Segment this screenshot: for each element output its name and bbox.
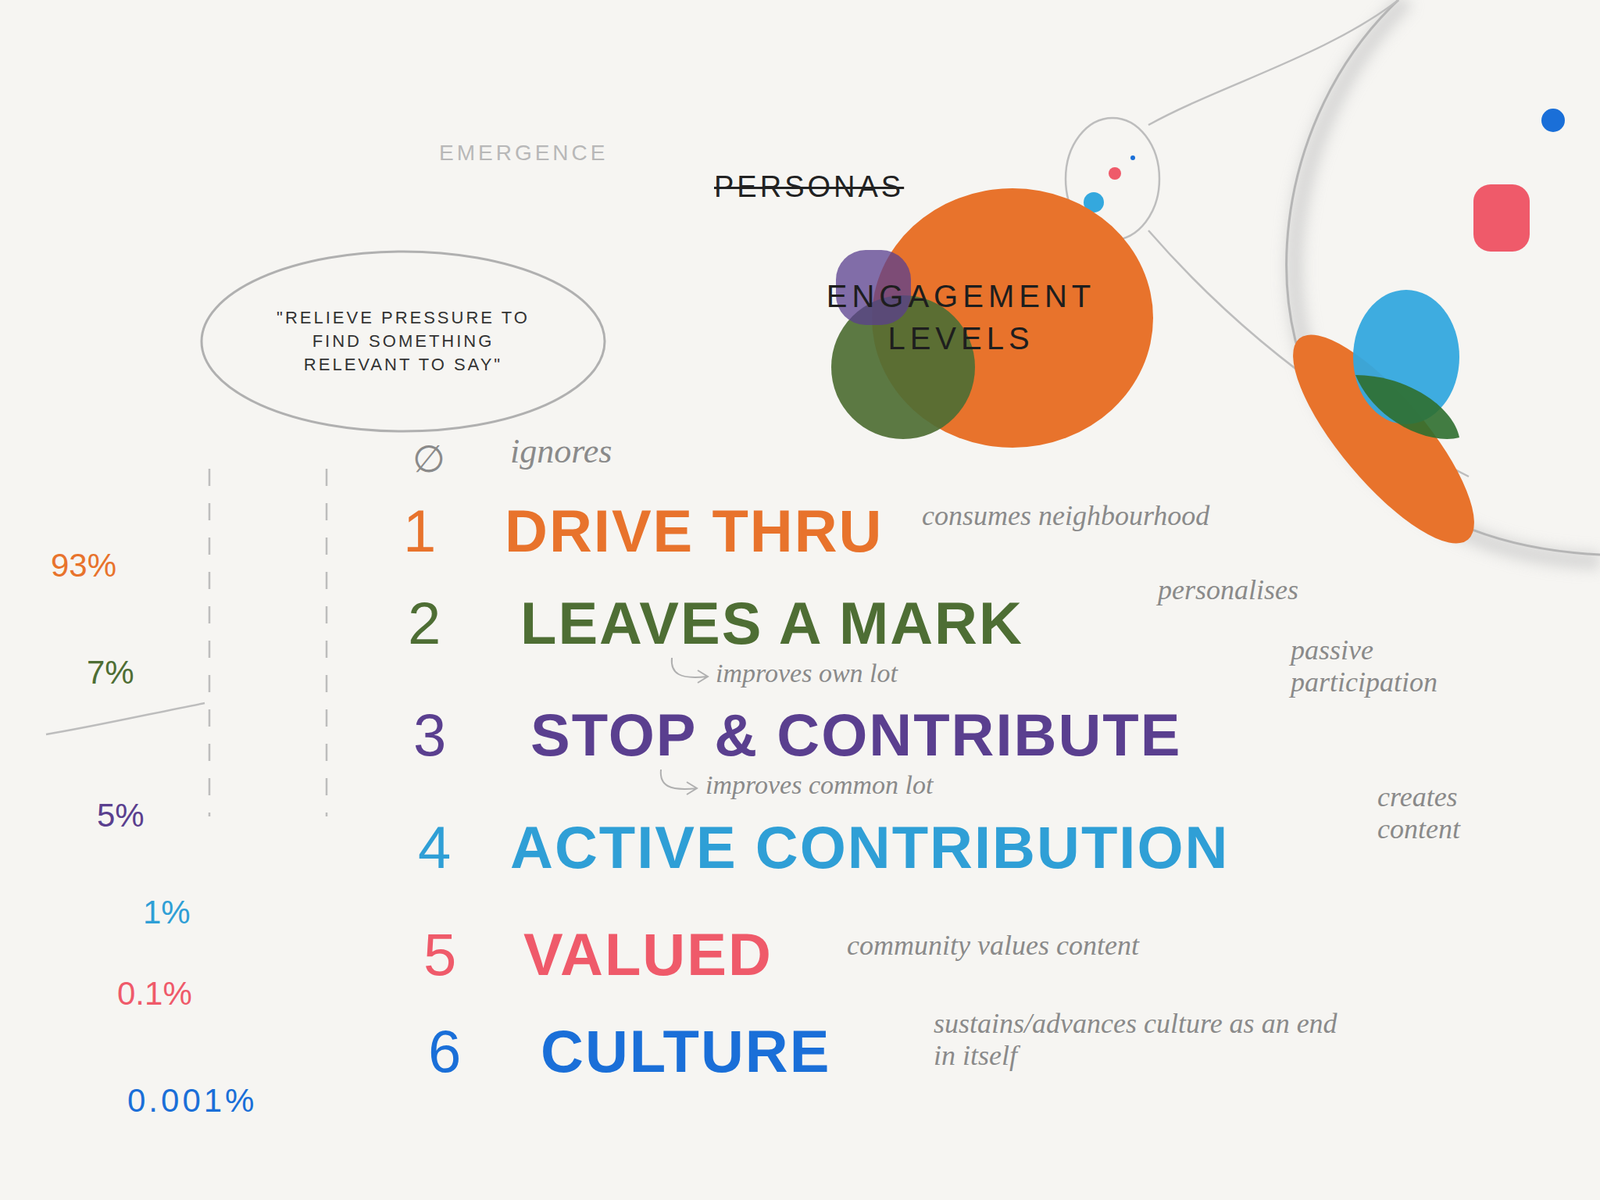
pencil-note: improves common lot (705, 769, 933, 800)
quote-ellipse: "RELIEVE PRESSURE TO FIND SOMETHING RELE… (199, 249, 608, 434)
label-text: 7% (86, 653, 135, 692)
level-text: 2 (407, 589, 443, 658)
pencil-note: ignores (510, 432, 612, 472)
label-text: PERSONAS (714, 170, 904, 205)
level-text: LEAVES A MARK (520, 589, 1024, 658)
dot (1541, 108, 1565, 133)
label-text: 5% (96, 796, 145, 835)
dot (1108, 167, 1122, 180)
level-text: CULTURE (540, 1017, 831, 1086)
hook-arrow (660, 769, 697, 795)
level-text: 4 (417, 813, 453, 882)
pencil-line (1148, 0, 1399, 125)
node-shape (765, 187, 1157, 449)
node-text: ENGAGEMENT LEVELS (765, 275, 1157, 360)
label-text: 0.1% (117, 975, 193, 1013)
label-text: 93% (50, 546, 117, 585)
label-text: EMERGENCE (439, 140, 608, 166)
pencil-note: creates content (1377, 781, 1511, 847)
pencil-note: ∅ (412, 437, 446, 481)
overlap (1355, 375, 1460, 440)
level-text: 3 (413, 700, 448, 769)
level-text: ACTIVE CONTRIBUTION (510, 813, 1229, 882)
pencil-note: improves own lot (715, 657, 898, 689)
pencil-note: community values content (846, 929, 1140, 962)
pencil-note: passive participation (1290, 634, 1486, 700)
level-text: STOP & CONTRIBUTE (530, 700, 1182, 769)
dashed-line (325, 468, 329, 817)
divider-line (46, 703, 205, 735)
hook-arrow (671, 657, 708, 683)
engagement-blob: ENGAGEMENT LEVELS (765, 187, 1157, 449)
level-text: 1 (403, 496, 438, 565)
pencil-note: sustains/advances culture as an end in i… (933, 1007, 1340, 1073)
pink-blob (1473, 184, 1530, 252)
dashed-line (208, 468, 211, 817)
level-text: 5 (423, 920, 458, 989)
level-text: 6 (428, 1017, 463, 1086)
level-text: VALUED (523, 920, 773, 989)
label-text: 0.001% (127, 1082, 258, 1120)
node-text: "RELIEVE PRESSURE TO FIND SOMETHING RELE… (262, 306, 544, 376)
dot (1130, 155, 1136, 161)
pencil-note: personalises (1157, 574, 1299, 607)
level-text: DRIVE THRU (504, 496, 883, 565)
label-text: 1% (142, 893, 191, 932)
ellipse-outline (201, 251, 605, 432)
pencil-note: consumes neighbourhood (921, 500, 1210, 533)
